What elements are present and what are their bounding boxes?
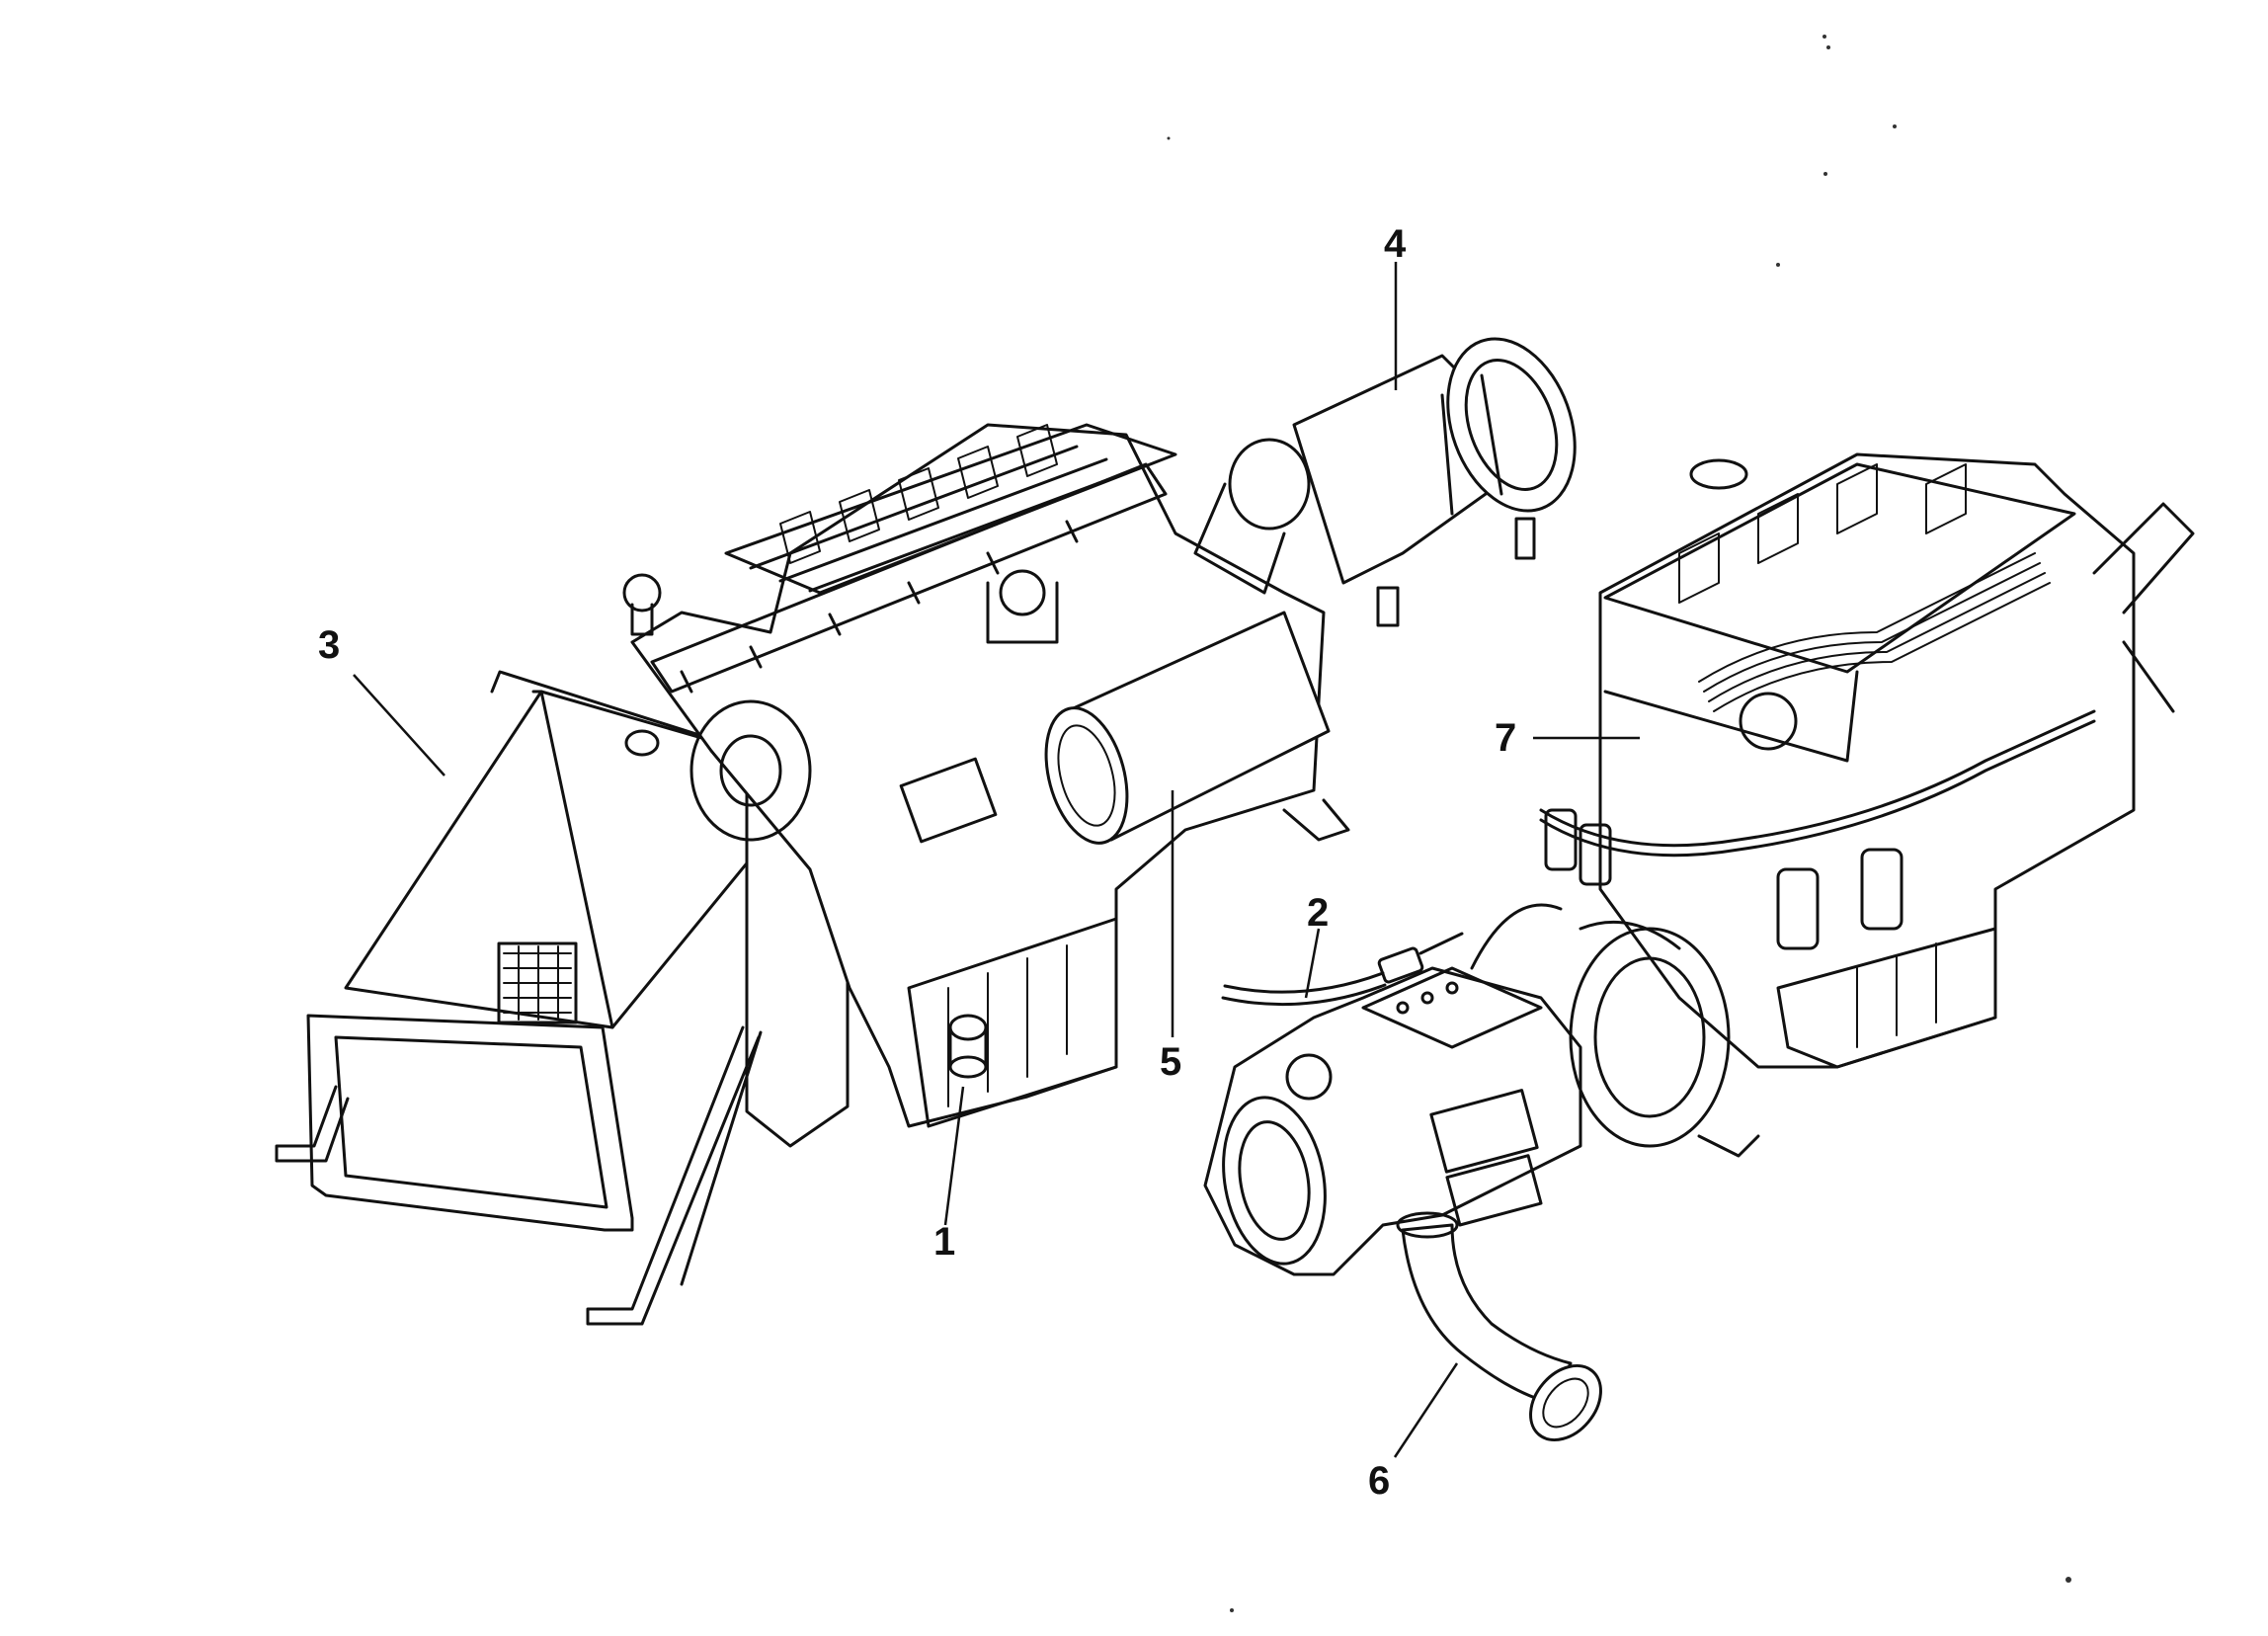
left-engine bbox=[275, 337, 1577, 1326]
callout-4: 4 bbox=[1384, 222, 1407, 266]
leader-3 bbox=[353, 674, 446, 777]
air-cleaner bbox=[1193, 337, 1577, 842]
radiator-shroud bbox=[275, 670, 850, 1326]
callout-3: 3 bbox=[318, 623, 340, 667]
callout-labels: 1 2 3 4 5 6 7 bbox=[318, 222, 1516, 1503]
fuel-hose bbox=[1221, 932, 1464, 1007]
callout-leaders bbox=[353, 262, 1640, 1458]
muffler bbox=[1044, 611, 1331, 845]
leader-6 bbox=[1393, 1362, 1459, 1458]
leader-1 bbox=[943, 1086, 965, 1226]
callout-1: 1 bbox=[933, 1220, 955, 1264]
left-engine-block bbox=[622, 423, 1326, 1128]
callout-5: 5 bbox=[1160, 1040, 1181, 1084]
exhaust-hose bbox=[1396, 1211, 1602, 1442]
right-engine bbox=[1539, 452, 2195, 1069]
generator-unit bbox=[1203, 903, 1760, 1276]
callout-2: 2 bbox=[1307, 891, 1329, 935]
callout-7: 7 bbox=[1495, 716, 1516, 760]
leader-2 bbox=[1304, 928, 1321, 999]
scan-noise bbox=[1167, 35, 2071, 1612]
callout-6: 6 bbox=[1368, 1459, 1390, 1503]
